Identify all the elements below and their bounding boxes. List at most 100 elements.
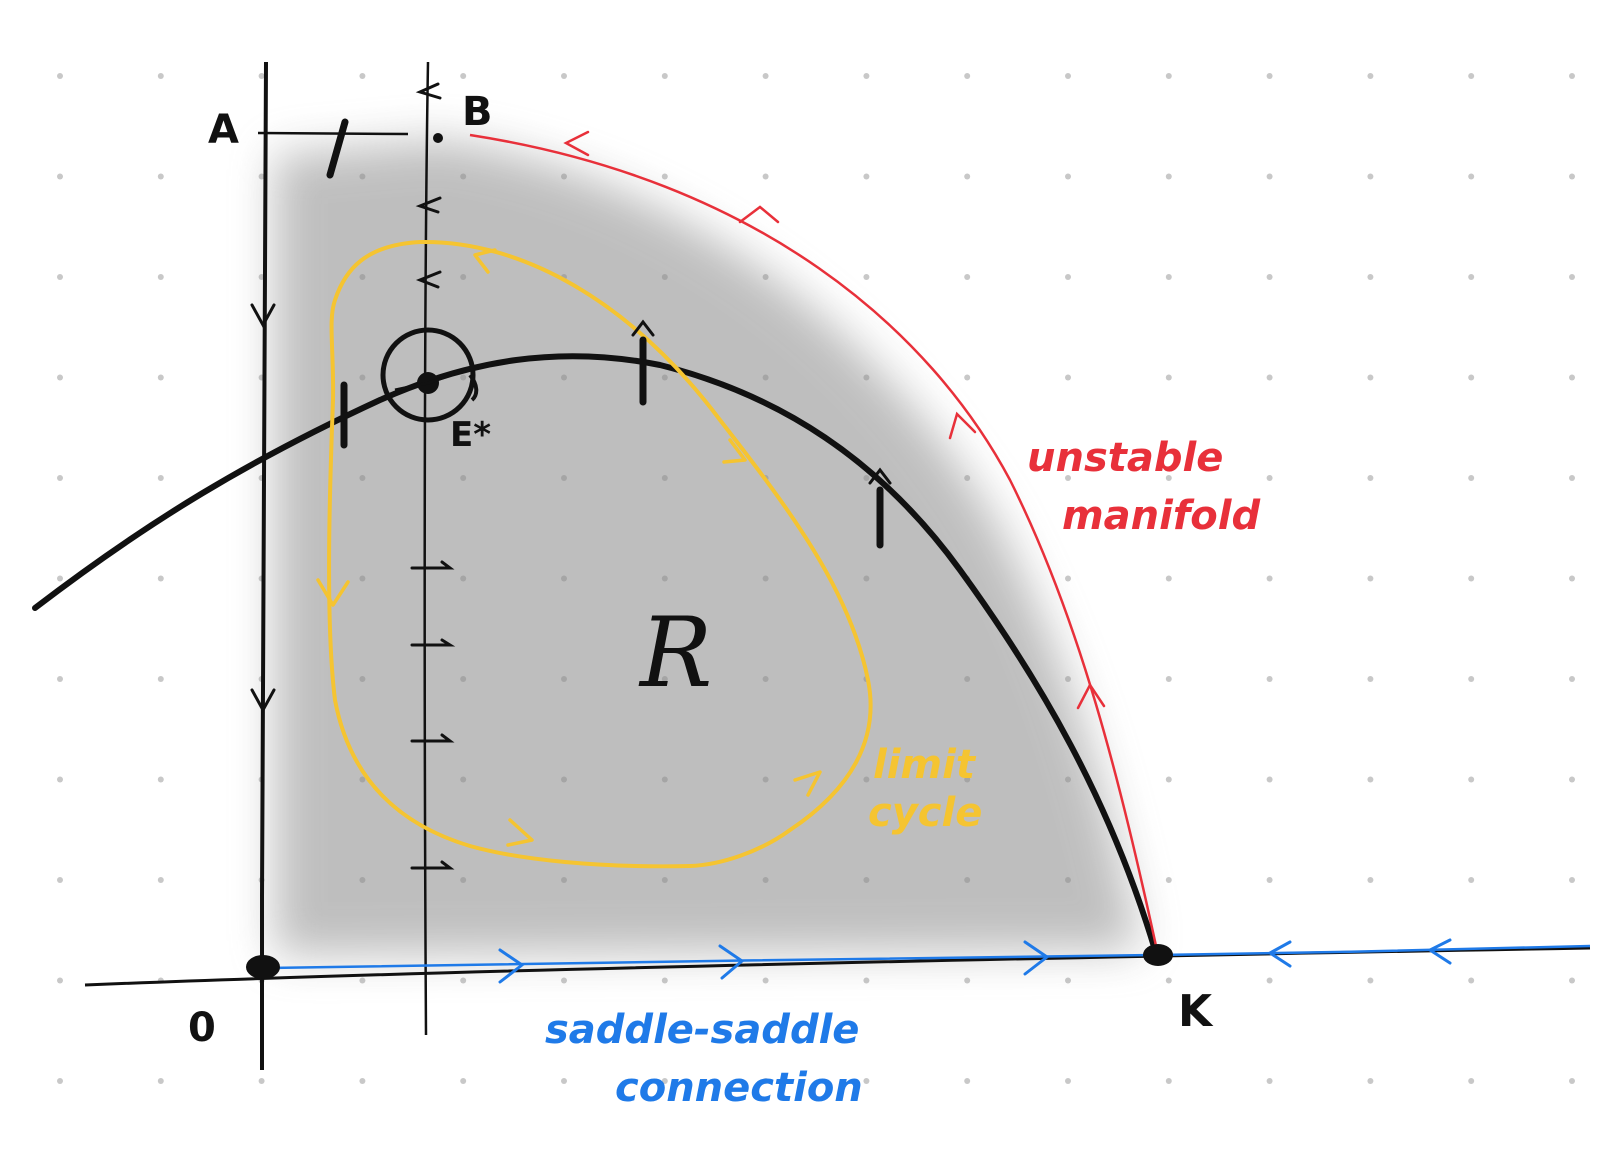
- grid-dot: [964, 73, 971, 79]
- grid-dot: [258, 173, 265, 180]
- limit-cycle-arrows: [316, 248, 822, 847]
- grid-dot: [561, 73, 567, 79]
- grid-dot: [1367, 1078, 1374, 1084]
- nullcline-arrows: [410, 82, 456, 870]
- grid-dot: [1569, 73, 1575, 79]
- grid-dot: [1165, 676, 1172, 682]
- annotation-limit-line2: cycle: [868, 790, 983, 836]
- hump-arrow-heads: [631, 319, 892, 485]
- grid-dot: [460, 1078, 467, 1084]
- point-K: [1143, 944, 1173, 966]
- grid-dot: [1367, 977, 1374, 984]
- shaded-region-R: [275, 140, 1140, 955]
- grid-dot: [1065, 374, 1071, 381]
- grid-dot: [1266, 877, 1273, 883]
- grid-dot: [157, 73, 164, 79]
- grid-dot: [57, 1078, 63, 1084]
- grid-dot: [1065, 73, 1071, 79]
- grid-dot: [661, 173, 668, 180]
- grid-dot: [1266, 977, 1273, 984]
- annotation-unstable-line1: unstable: [1027, 435, 1224, 481]
- grid-dot: [1569, 575, 1575, 582]
- grid-dot: [1266, 73, 1273, 79]
- grid-dot: [1569, 977, 1575, 984]
- grid-dot: [57, 374, 63, 381]
- grid-dot: [460, 977, 467, 984]
- grid-dot: [1468, 475, 1475, 481]
- grid-dot: [57, 676, 63, 682]
- grid-dot: [762, 977, 769, 984]
- annotation-limit-line1: limit: [873, 742, 975, 788]
- grid-dot: [1569, 877, 1575, 883]
- grid-dot: [57, 776, 63, 783]
- grid-dot: [1468, 374, 1475, 381]
- grid-dot: [157, 575, 164, 582]
- grid-dot: [1569, 776, 1575, 783]
- grid-dot: [1569, 274, 1575, 280]
- annotation-saddle-line2: connection: [615, 1065, 863, 1111]
- grid-dot: [359, 977, 366, 984]
- grid-dot: [1165, 374, 1172, 381]
- vertical-nullcline: [423, 61, 430, 1036]
- grid-dot: [561, 1078, 567, 1084]
- grid-dot: [1367, 475, 1374, 481]
- equilibrium-E: [380, 327, 479, 423]
- grid-dot: [964, 173, 971, 180]
- grid-dot: [762, 1078, 769, 1084]
- hump-arrows: [326, 118, 884, 549]
- grid-dot: [1468, 676, 1475, 682]
- grid-dot: [762, 173, 769, 180]
- grid-dot: [1065, 274, 1071, 280]
- annotation-unstable-manifold: unstable manifold: [1022, 438, 1260, 536]
- grid-dot: [57, 274, 63, 280]
- grid-dot: [1266, 575, 1273, 582]
- grid-dot: [1468, 977, 1475, 984]
- label-origin: 0: [188, 1005, 216, 1051]
- grid-dot: [1367, 173, 1374, 180]
- unstable-manifold-arrows: [563, 130, 1106, 710]
- unstable-manifold-curve: [469, 133, 1160, 956]
- grid-dot: [1165, 776, 1172, 783]
- grid-dot: [863, 977, 870, 984]
- grid-dot: [1367, 575, 1374, 582]
- grid-dot: [1165, 877, 1172, 883]
- y-axis: [260, 61, 268, 1071]
- annotation-saddle-line1: saddle-saddle: [545, 1007, 860, 1053]
- grid-dot: [359, 73, 366, 79]
- grid-dot: [1569, 173, 1575, 180]
- grid-dot: [863, 1078, 870, 1084]
- grid-dot: [762, 73, 769, 79]
- grid-dot: [1468, 274, 1475, 280]
- grid-dot: [1468, 575, 1475, 582]
- y-axis-arrows: [250, 303, 276, 714]
- grid-dot: [157, 1078, 164, 1084]
- annotation-saddle-connection: saddle-saddle connection: [545, 1010, 863, 1108]
- grid-dot: [1266, 475, 1273, 481]
- hump-nullcline: [32, 353, 1158, 953]
- grid-dot: [1065, 977, 1071, 984]
- grid-dot: [57, 173, 63, 180]
- grid-dot: [1569, 475, 1575, 481]
- grid-dot: [1266, 173, 1273, 180]
- grid-dot: [258, 1078, 265, 1084]
- grid-dot: [1266, 274, 1273, 280]
- grid-dot: [1569, 676, 1575, 682]
- grid-dot: [1367, 374, 1374, 381]
- grid-dot: [964, 1078, 971, 1084]
- label-A: A: [208, 107, 239, 153]
- grid-dot: [1165, 173, 1172, 180]
- grid-dot: [1367, 73, 1374, 79]
- grid-dot: [661, 73, 668, 79]
- grid-dot: [1065, 475, 1071, 481]
- grid-dot: [863, 173, 870, 180]
- grid-dot: [1468, 173, 1475, 180]
- grid-dot: [258, 73, 265, 79]
- grid-dot: [1367, 274, 1374, 280]
- grid-dot: [157, 676, 164, 682]
- grid-dot: [1065, 575, 1071, 582]
- grid-dot: [1468, 1078, 1475, 1084]
- limit-cycle-curve: [327, 239, 873, 869]
- grid-dot: [1165, 1078, 1172, 1084]
